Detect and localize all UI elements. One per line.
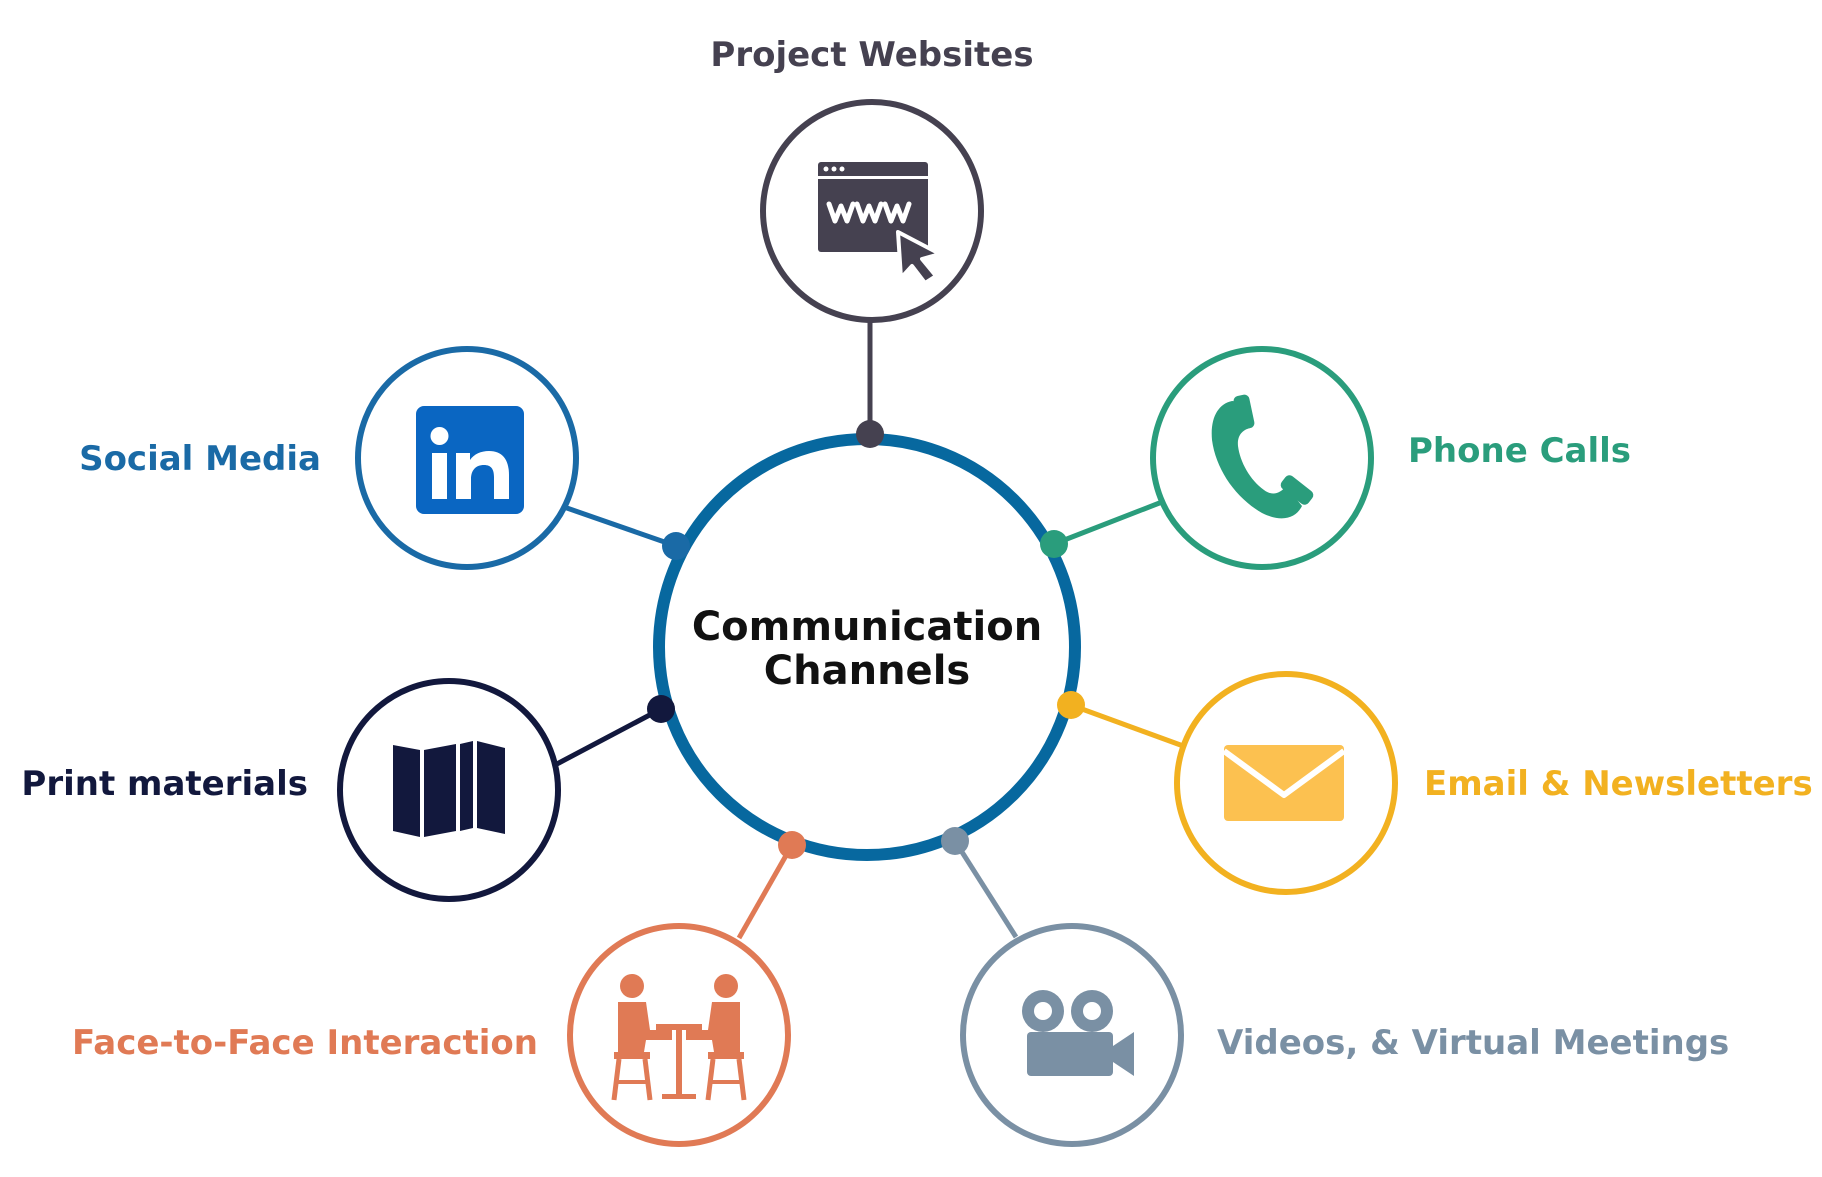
connector-email-newsletters [1070, 702, 1187, 750]
connector-social-media [563, 504, 677, 549]
two-people-at-table-icon [611, 974, 747, 1101]
connector-face-to-face [736, 843, 795, 940]
junction-dot-project-websites [856, 420, 884, 448]
label-videos-virtual-meetings: Videos, & Virtual Meetings [1217, 1023, 1729, 1063]
connector-lines [553, 320, 1187, 940]
junction-dot-videos-virtual-meetings [941, 827, 969, 855]
node-labels: Project Websites Phone Calls Email & New… [21, 35, 1812, 1063]
connector-phone-calls [1053, 499, 1163, 547]
label-email-newsletters: Email & Newsletters [1424, 764, 1813, 804]
center-title-line1: Communication [692, 604, 1042, 650]
junction-dot-phone-calls [1040, 530, 1068, 558]
center-title-line2: Channels [764, 648, 970, 694]
label-print-materials: Print materials [21, 764, 308, 804]
junction-dot-print-materials [647, 695, 675, 723]
junction-dot-face-to-face [778, 831, 806, 859]
label-social-media: Social Media [79, 439, 321, 479]
video-camera-icon [1022, 990, 1134, 1076]
connector-videos-virtual-meetings [952, 839, 1019, 939]
junction-dot-email-newsletters [1057, 691, 1085, 719]
node-circle-phone-calls [1150, 346, 1374, 570]
label-project-websites: Project Websites [710, 35, 1033, 75]
website-www-icon [818, 162, 942, 285]
junction-dots [647, 420, 1085, 859]
linkedin-icon [416, 406, 524, 514]
phone-icon [1211, 394, 1314, 519]
connector-print-materials [553, 706, 663, 768]
folded-map-icon [393, 741, 505, 837]
label-phone-calls: Phone Calls [1408, 431, 1631, 471]
label-face-to-face: Face-to-Face Interaction [72, 1023, 538, 1063]
junction-dot-social-media [662, 532, 690, 560]
envelope-icon [1222, 745, 1346, 821]
